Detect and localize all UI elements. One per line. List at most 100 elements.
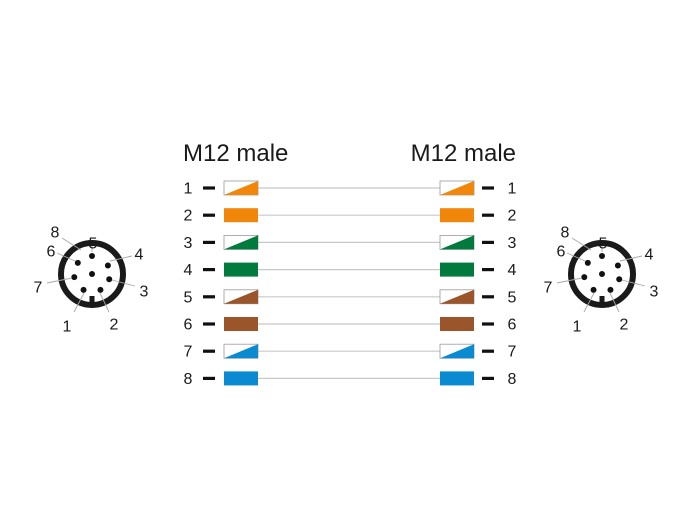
pin-number-left: 8: [184, 371, 193, 388]
wire-swatch-right: [439, 180, 475, 196]
pin-number-right: 4: [508, 262, 517, 279]
leader-line: [56, 252, 76, 262]
pin-dot: [599, 253, 605, 259]
wire-swatch-right: [440, 317, 474, 331]
wire-swatch-right: [439, 289, 475, 305]
pin-dot-center: [599, 271, 605, 277]
leader-line: [73, 292, 85, 313]
pin-number-left: 4: [184, 262, 193, 279]
pin-dash-left: [203, 240, 215, 244]
pin-number-left: 3: [184, 235, 193, 252]
pin-dot: [616, 276, 623, 283]
pin-number-left: 5: [184, 289, 193, 306]
pin-dash-left: [203, 268, 215, 272]
pin-number-right: 7: [508, 344, 517, 361]
wire-swatch-left: [224, 262, 258, 277]
pin-number-left: 7: [184, 344, 193, 361]
pin-number-right: 3: [508, 235, 517, 252]
leader-line: [109, 255, 133, 262]
pin-dot: [581, 274, 588, 281]
leader-line: [46, 277, 73, 284]
pin-dash-right: [482, 322, 494, 326]
pin-dot: [614, 262, 621, 269]
leader-line: [619, 255, 643, 262]
pin-dot: [590, 286, 597, 293]
pin-dash-left: [203, 376, 215, 380]
pin-dash-right: [482, 240, 494, 244]
connector-key: [89, 296, 95, 303]
pin-dash-right: [482, 213, 494, 217]
connector-pin-label: 1: [573, 319, 582, 336]
wire-swatch-right: [440, 208, 474, 223]
wire-swatch-left: [223, 234, 259, 250]
connector-pin-label: 8: [51, 225, 60, 242]
connector-pin-label: 4: [135, 247, 144, 264]
leader-line: [583, 292, 595, 313]
connector-pin-label: 6: [557, 244, 566, 261]
leader-line: [566, 252, 586, 262]
connector-key: [599, 296, 605, 303]
pin-dot: [89, 253, 95, 259]
leader-line: [61, 237, 82, 251]
leader-line: [571, 237, 592, 251]
wire-swatch-left: [223, 289, 259, 305]
pin-dash-right: [482, 268, 494, 272]
leader-line: [556, 277, 583, 284]
pin-dot: [104, 262, 111, 269]
pin-dash-left: [203, 186, 215, 190]
wire-swatch-right: [440, 262, 474, 277]
pin-dash-right: [482, 349, 494, 353]
connector-pin-label: 3: [140, 284, 149, 301]
pin-number-right: 2: [508, 208, 517, 225]
pin-dot: [97, 286, 104, 293]
leader-line: [99, 292, 110, 313]
pin-number-right: 1: [508, 181, 517, 198]
wire-swatch-right: [440, 371, 474, 386]
pin-number-left: 2: [184, 208, 193, 225]
leader-line: [111, 279, 136, 287]
pin-dot: [74, 259, 81, 266]
leader-line: [621, 279, 646, 287]
pin-dot: [584, 259, 591, 266]
pin-dash-right: [482, 295, 494, 299]
pin-number-left: 1: [184, 181, 193, 198]
connector-pin-label: 2: [110, 317, 119, 334]
pin-dot: [106, 276, 113, 283]
pin-dash-left: [203, 349, 215, 353]
pin-dash-left: [203, 322, 215, 326]
wire-swatch-left: [224, 208, 258, 223]
connector-pin-label: 5: [599, 236, 608, 253]
pin-dash-left: [203, 295, 215, 299]
pin-number-right: 8: [508, 371, 517, 388]
connector-pin-label: 8: [561, 225, 570, 242]
pin-dot: [80, 286, 87, 293]
connector-pin-label: 3: [650, 284, 659, 301]
pin-number-left: 6: [184, 317, 193, 334]
pin-dash-right: [482, 376, 494, 380]
wire-swatch-left: [223, 343, 259, 359]
pin-dash-right: [482, 186, 494, 190]
leader-line: [609, 292, 620, 313]
wire-swatch-right: [439, 343, 475, 359]
connector-pin-label: 5: [89, 236, 98, 253]
pin-dot-center: [89, 271, 95, 277]
connector-pin-label: 1: [63, 319, 72, 336]
header-right: M12 male: [411, 140, 516, 167]
connector-pin-label: 6: [47, 244, 56, 261]
header-left: M12 male: [183, 140, 288, 167]
connector-pin-label: 7: [544, 280, 553, 297]
pin-dot: [71, 274, 78, 281]
pin-number-right: 6: [508, 317, 517, 334]
